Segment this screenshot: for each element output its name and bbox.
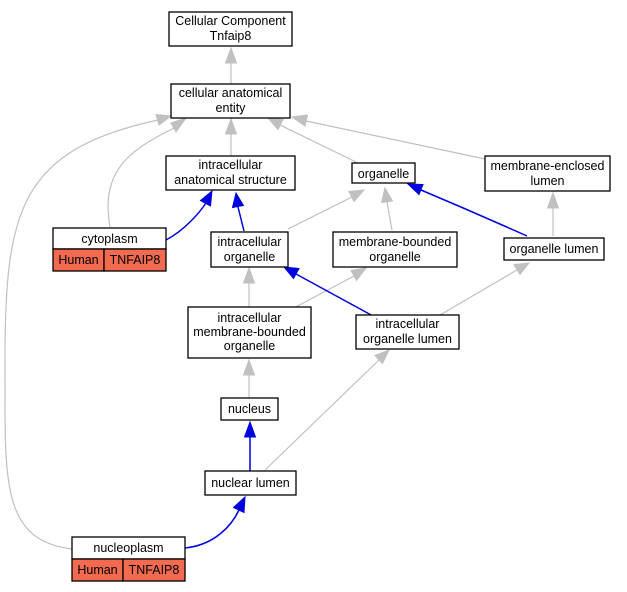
node-nucleoplasm[interactable]: nucleoplasm [71,536,186,560]
svg-text:intracellular: intracellular [199,158,263,172]
svg-text:nuclear lumen: nuclear lumen [211,476,290,490]
svg-text:Cellular Component: Cellular Component [175,14,286,28]
svg-text:organelle: organelle [224,250,275,264]
node-membrane-bounded-organelle[interactable]: membrane-bounded organelle [332,231,458,268]
edge-nucleoplasm-to-cae [4,113,173,550]
svg-text:anatomical structure: anatomical structure [174,173,287,187]
node-membrane-enclosed-lumen[interactable]: membrane-enclosed lumen [484,155,611,192]
edge-iol-to-ol [439,262,531,316]
edge-ol-to-organelle [406,183,528,237]
edge-iol-to-io [282,266,374,317]
edge-nucleoplasm-to-nl [184,495,246,549]
edge-cytoplasm-to-ias [165,189,213,241]
edge-io-to-organelle [287,189,366,230]
edge-cytoplasm-to-cae [107,117,188,228]
node-intracellular-anatomical-structure[interactable]: intracellular anatomical structure [165,155,296,191]
edge-mbo-to-organelle [380,186,394,231]
edge-nl-to-iol [264,349,391,471]
node-organelle-lumen[interactable]: organelle lumen [503,237,605,261]
edge-mel-to-cae [290,114,486,160]
edge-io-to-ias [231,191,245,232]
tag-gene: TNFAIP8 [110,253,161,267]
node-organelle[interactable]: organelle [351,162,416,184]
tag-gene: TNFAIP8 [129,563,180,577]
svg-text:organelle: organelle [224,339,275,353]
cytoplasm-annotation-tag: Human TNFAIP8 [52,248,167,272]
svg-text:intracellular: intracellular [218,311,282,325]
edge-imbo-to-io [242,266,256,307]
edge-ol-to-mel [546,191,560,236]
svg-text:cellular anatomical: cellular anatomical [179,86,283,100]
node-intracellular-organelle[interactable]: intracellular organelle [210,231,289,268]
svg-text:intracellular: intracellular [376,317,440,331]
node-intracellular-membrane-bounded-organelle[interactable]: intracellular membrane-bounded organelle [187,306,312,359]
svg-text:nucleus: nucleus [228,402,271,416]
node-nucleus[interactable]: nucleus [220,397,279,421]
tag-species: Human [77,563,117,577]
edge-nucleus-to-imbo [242,358,256,398]
nucleoplasm-annotation-tag: Human TNFAIP8 [71,558,186,582]
edge-ias-to-cae [224,117,238,156]
node-cytoplasm[interactable]: cytoplasm [52,227,167,250]
svg-text:entity: entity [216,101,247,115]
svg-text:organelle: organelle [369,250,420,264]
tag-species: Human [58,253,98,267]
svg-text:cytoplasm: cytoplasm [81,232,137,246]
svg-text:membrane-bounded: membrane-bounded [193,325,306,339]
svg-text:membrane-bounded: membrane-bounded [339,235,452,249]
svg-text:membrane-enclosed: membrane-enclosed [491,159,605,173]
svg-text:organelle lumen: organelle lumen [510,242,599,256]
svg-text:Tnfaip8: Tnfaip8 [210,29,252,43]
edge-cae-to-root [224,46,238,84]
node-cellular-anatomical-entity[interactable]: cellular anatomical entity [170,83,291,119]
svg-text:intracellular: intracellular [218,235,282,249]
node-intracellular-organelle-lumen[interactable]: intracellular organelle lumen [355,314,460,350]
node-cellular-component-tnfaip8[interactable]: Cellular Component Tnfaip8 [168,11,293,47]
svg-text:lumen: lumen [530,174,564,188]
svg-text:nucleoplasm: nucleoplasm [93,541,163,555]
edge-imbo-to-mbo [289,267,368,311]
edge-nl-to-nucleus [243,420,257,471]
edge-organelle-to-cae [266,117,359,164]
svg-text:organelle lumen: organelle lumen [363,332,452,346]
svg-text:organelle: organelle [358,167,409,181]
node-nuclear-lumen[interactable]: nuclear lumen [204,470,297,496]
